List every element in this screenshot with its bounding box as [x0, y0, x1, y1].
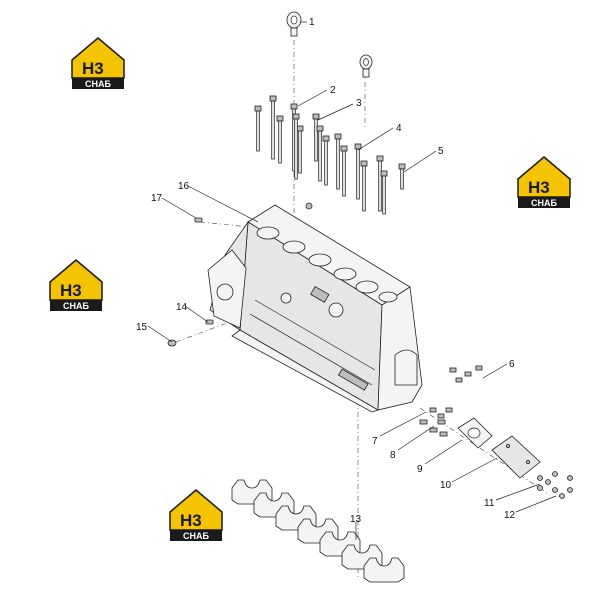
head-bolts-group: [254, 95, 406, 215]
small-fasteners: [167, 202, 483, 437]
logo-mark: H3: [180, 511, 202, 530]
callout-8: 8: [390, 450, 396, 461]
main-bearing-caps: [231, 479, 405, 583]
callout-4: 4: [396, 123, 402, 134]
head-bolt-head: [276, 115, 284, 122]
head-bolt-shank: [278, 120, 282, 164]
head-bolt-shank: [342, 150, 346, 197]
head-bolt-shank: [256, 110, 260, 152]
callout-labels: 1 2 3 4 5 6 7 8 9 10 11 12 13 14 15 16 1…: [136, 17, 516, 525]
head-bolt-head: [254, 105, 262, 112]
callout-12: 12: [504, 510, 516, 521]
callout-6: 6: [509, 359, 515, 370]
head-bolt-shank: [271, 100, 275, 160]
head-bolt-shank: [324, 140, 328, 186]
watermark-logo-3: H3 СНАБ: [49, 259, 103, 311]
callout-13: 13: [350, 514, 362, 525]
callout-1: 1: [309, 17, 315, 28]
callout-2: 2: [330, 85, 336, 96]
head-bolt-head: [269, 95, 277, 102]
watermark-logo-1: H3 СНАБ: [71, 37, 125, 89]
head-bolt-head: [290, 103, 298, 110]
logo-caption: СНАБ: [85, 79, 111, 89]
callout-17: 17: [151, 193, 163, 204]
callout-16: 16: [178, 181, 190, 192]
head-bolt-shank: [356, 148, 360, 200]
callout-11: 11: [484, 498, 495, 509]
callout-14: 14: [176, 302, 188, 313]
head-bolt-shank: [382, 175, 386, 215]
callout-3: 3: [356, 98, 362, 109]
callout-7: 7: [372, 436, 378, 447]
head-bolt-head: [296, 125, 304, 132]
head-bolt-head: [340, 145, 348, 152]
bearing-cap: [363, 557, 405, 583]
head-bolt-head: [398, 163, 406, 170]
logo-mark: H3: [60, 281, 82, 300]
head-bolt-shank: [298, 130, 302, 174]
logo-caption: СНАБ: [531, 198, 557, 208]
head-bolt-shank: [362, 165, 366, 212]
head-bolt-shank: [314, 118, 318, 162]
head-bolt-head: [360, 160, 368, 167]
logo-caption: СНАБ: [183, 531, 209, 541]
head-bolt-head: [334, 133, 342, 140]
logo-mark: H3: [82, 59, 104, 78]
logo-caption: СНАБ: [63, 301, 89, 311]
nuts-and-washers: [537, 471, 573, 499]
head-bolt-shank: [378, 160, 382, 212]
watermark-logo-2: H3 СНАБ: [517, 156, 571, 208]
callout-5: 5: [438, 146, 444, 157]
callout-9: 9: [417, 464, 423, 475]
head-bolt-head: [354, 143, 362, 150]
cylinder-block: [207, 204, 423, 413]
head-bolt-head: [316, 125, 324, 132]
head-bolt-head: [376, 155, 384, 162]
logo-mark: H3: [528, 178, 550, 197]
leader-lines: [147, 21, 557, 540]
watermark-logo-4: H3 СНАБ: [169, 489, 223, 541]
head-bolt-shank: [318, 130, 322, 182]
head-bolt-head: [380, 170, 388, 177]
head-bolt-head: [292, 113, 300, 120]
cover-plate-and-gasket: [457, 417, 541, 479]
callout-10: 10: [440, 480, 452, 491]
head-bolt-shank: [294, 118, 298, 180]
head-bolt-shank: [336, 138, 340, 190]
head-bolt-head: [312, 113, 320, 120]
head-bolt-shank: [400, 168, 404, 190]
lifting-eye-part: [286, 11, 373, 78]
head-bolt-head: [322, 135, 330, 142]
callout-15: 15: [136, 322, 148, 333]
